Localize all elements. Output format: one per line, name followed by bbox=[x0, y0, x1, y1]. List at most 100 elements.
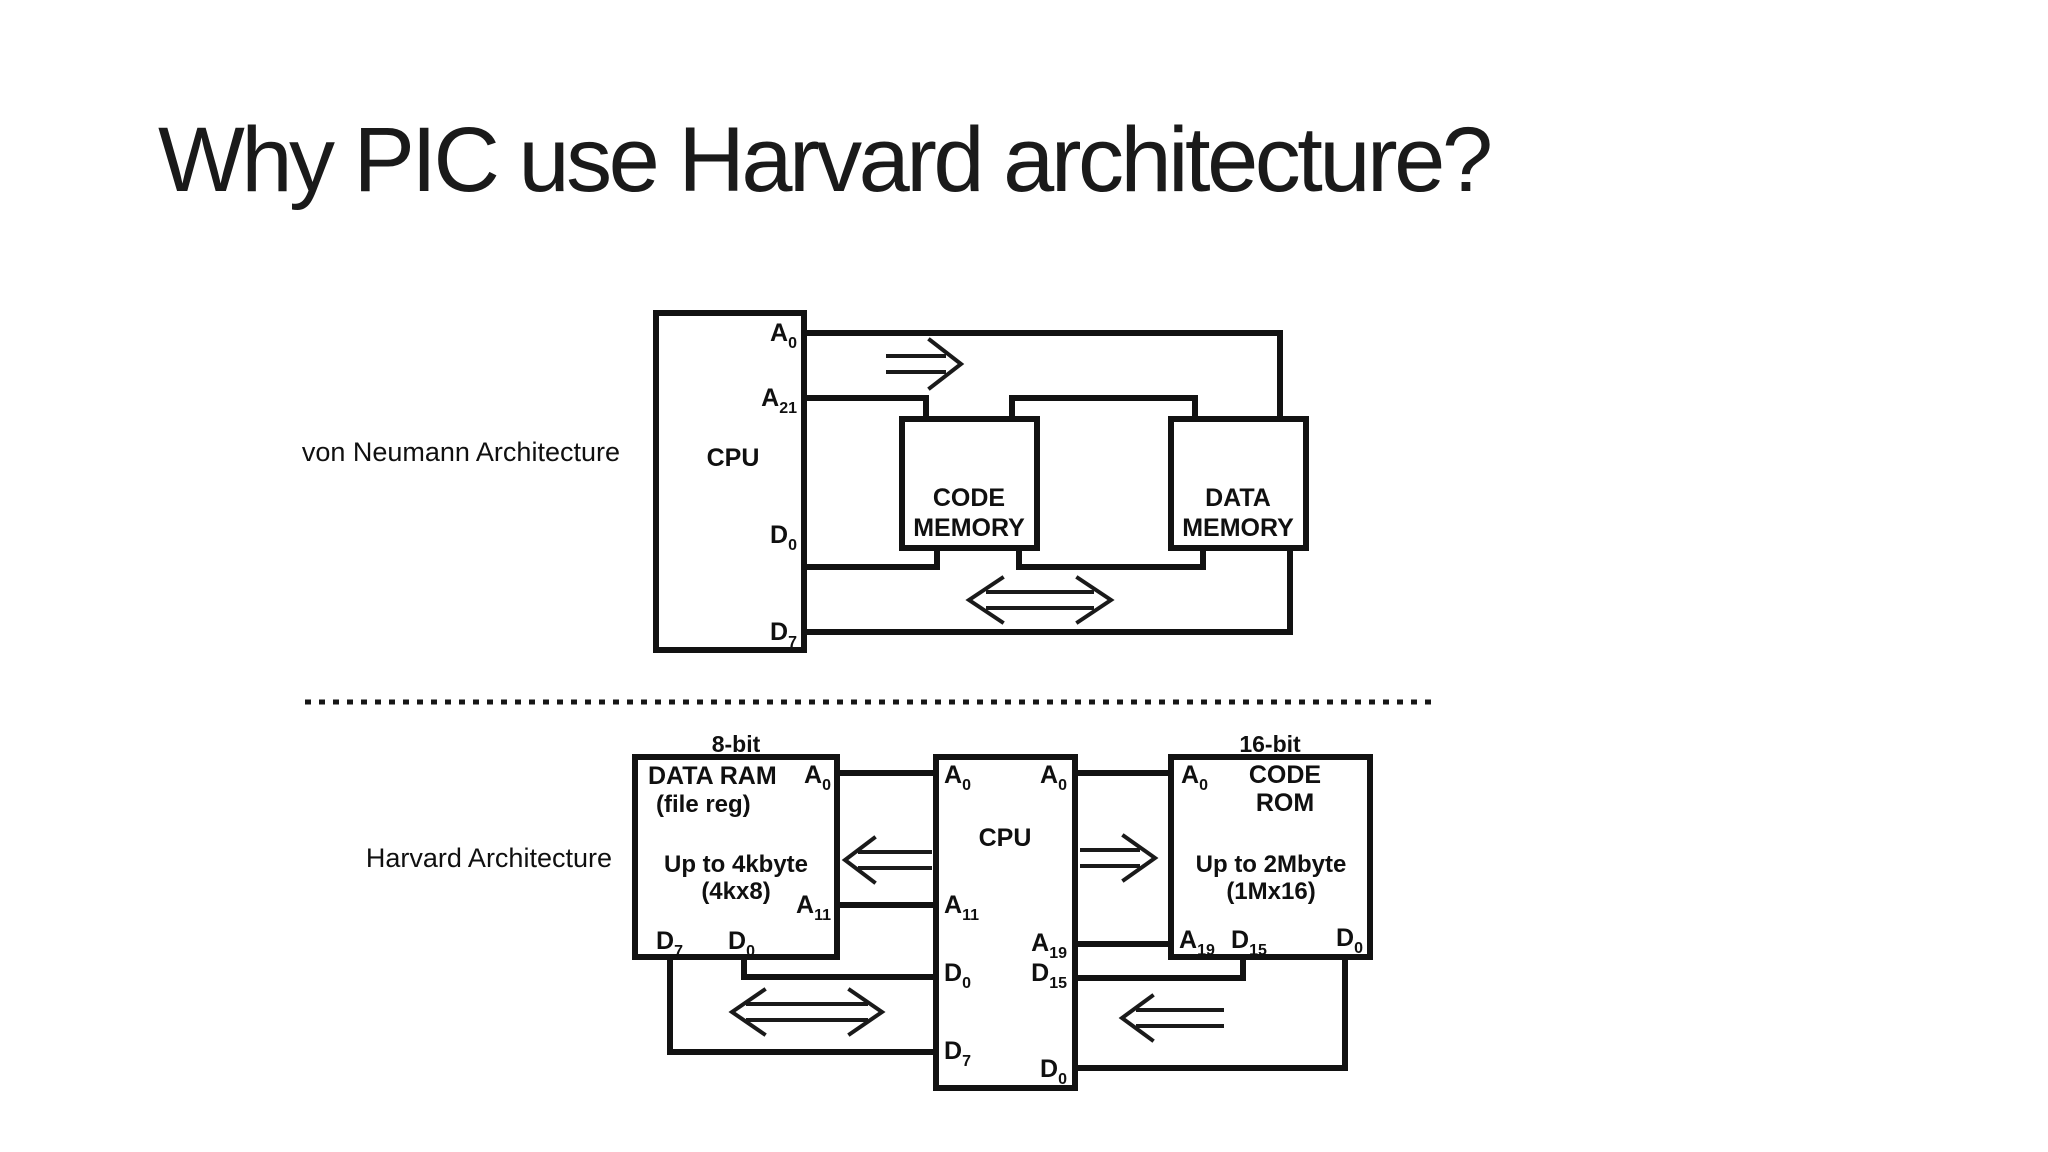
vn-cpu-label: CPU bbox=[707, 444, 760, 472]
h-data-ram-subtitle: (file reg) bbox=[656, 791, 751, 818]
pin-base: A bbox=[770, 319, 788, 347]
vn-cpu-pin-d0: D0 bbox=[770, 521, 797, 554]
h-code-rom-pin-d0: D0 bbox=[1336, 924, 1363, 957]
vn-data-memory-box bbox=[1168, 416, 1309, 551]
h-cpu-pin-right-d0: D0 bbox=[1040, 1055, 1067, 1088]
h-address-flow-left-arrow-icon bbox=[841, 835, 932, 885]
h-cpu-box bbox=[933, 754, 1078, 1091]
arrow-head bbox=[728, 987, 767, 1037]
pin-subscript: 15 bbox=[1049, 975, 1067, 992]
arrow-head bbox=[841, 835, 877, 885]
pin-subscript: 0 bbox=[788, 537, 797, 554]
h-data-ram-pin-d0: D0 bbox=[728, 927, 755, 960]
pin-subscript: 0 bbox=[746, 943, 755, 960]
slide-title: Why PIC use Harvard architecture? bbox=[158, 109, 1493, 211]
pin-base: D bbox=[1040, 1055, 1058, 1083]
pin-subscript: 0 bbox=[1199, 777, 1208, 794]
vn-cpu-pin-a0: A0 bbox=[770, 319, 797, 352]
pin-base: D bbox=[1231, 926, 1249, 954]
h-right-data-bus-d15-line bbox=[1072, 954, 1246, 981]
arrow-head bbox=[965, 575, 1005, 625]
vn-code-memory-box bbox=[899, 416, 1040, 551]
h-code-rom-title-line2: ROM bbox=[1256, 789, 1314, 817]
h-cpu-pin-right-a19: A19 bbox=[1031, 929, 1067, 962]
pin-base: A bbox=[1031, 929, 1049, 957]
harvard-8bit-bus-width-label: 8-bit bbox=[712, 731, 761, 757]
pin-subscript: 0 bbox=[1354, 940, 1363, 957]
pin-base: A bbox=[804, 761, 822, 789]
h-data-ram-organization: (4kx8) bbox=[701, 878, 770, 905]
h-data-ram-pin-a0: A0 bbox=[804, 761, 831, 794]
pin-subscript: 0 bbox=[962, 777, 971, 794]
arrow-head bbox=[1118, 993, 1155, 1043]
pin-base: A bbox=[1179, 926, 1197, 954]
h-data-flow-bidirectional-arrow-icon bbox=[728, 987, 886, 1037]
h-cpu-pin-left-d0: D0 bbox=[944, 959, 971, 992]
h-data-ram-pin-d7: D7 bbox=[656, 927, 683, 960]
harvard-architecture-label: Harvard Architecture bbox=[366, 843, 612, 873]
h-data-ram-capacity: Up to 4kbyte bbox=[664, 851, 808, 878]
h-code-rom-organization: (1Mx16) bbox=[1226, 878, 1315, 905]
h-cpu-pin-left-a0: A0 bbox=[944, 761, 971, 794]
pin-subscript: 0 bbox=[822, 777, 831, 794]
h-cpu-label: CPU bbox=[979, 824, 1032, 852]
h-right-data-bus-d0-line bbox=[1072, 954, 1348, 1071]
h-cpu-pin-right-d15: D15 bbox=[1031, 959, 1067, 992]
pin-subscript: 7 bbox=[962, 1053, 971, 1070]
pin-base: D bbox=[1031, 959, 1049, 987]
pin-subscript: 19 bbox=[1049, 945, 1067, 962]
h-cpu-pin-left-d7: D7 bbox=[944, 1037, 971, 1070]
h-data-ram-pin-a11: A11 bbox=[796, 891, 831, 924]
arrow-head bbox=[1075, 575, 1115, 625]
vn-address-bus-a21-line bbox=[801, 395, 929, 422]
pin-base: D bbox=[1336, 924, 1354, 952]
pin-subscript: 19 bbox=[1197, 942, 1215, 959]
vn-address-bus-a0-line bbox=[801, 330, 1283, 422]
pin-base: A bbox=[944, 761, 962, 789]
h-left-data-bus-d7-line bbox=[667, 954, 939, 1055]
vn-code-memory-label-line2: MEMORY bbox=[913, 514, 1025, 542]
h-data-flow-left-arrow-icon bbox=[1118, 993, 1224, 1043]
pin-base: A bbox=[761, 384, 779, 412]
pin-base: A bbox=[1040, 761, 1058, 789]
h-left-data-bus-d0-line bbox=[741, 954, 939, 980]
h-code-rom-capacity: Up to 2Mbyte bbox=[1196, 851, 1347, 878]
pin-base: D bbox=[770, 618, 788, 646]
pin-subscript: 11 bbox=[814, 907, 831, 924]
arrow-head bbox=[927, 337, 965, 391]
pin-base: A bbox=[796, 891, 814, 919]
von-neumann-diagram: von Neumann Architecture CPU A0 A21 D0 D… bbox=[302, 310, 1309, 653]
vn-data-bus-d7-line bbox=[801, 545, 1293, 635]
h-data-ram-title: DATA RAM bbox=[648, 762, 777, 790]
vn-cpu-pin-a21: A21 bbox=[761, 384, 797, 417]
pin-subscript: 7 bbox=[788, 634, 797, 651]
pin-base: D bbox=[770, 521, 788, 549]
h-data-ram-box bbox=[632, 754, 840, 960]
vn-data-bus-d0-line bbox=[801, 545, 940, 570]
harvard-diagram: Harvard Architecture 8-bit 16-bit DATA R… bbox=[366, 731, 1373, 1091]
pin-base: A bbox=[944, 891, 962, 919]
vn-data-memory-label-line2: MEMORY bbox=[1182, 514, 1294, 542]
vn-address-bus-bridge-line bbox=[1009, 395, 1198, 422]
h-cpu-pin-left-a11: A11 bbox=[944, 891, 979, 924]
vn-address-flow-right-arrow-icon bbox=[886, 337, 965, 391]
pin-base: D bbox=[944, 1037, 962, 1065]
pin-subscript: 0 bbox=[788, 335, 797, 352]
h-code-rom-title-line1: CODE bbox=[1249, 761, 1321, 789]
vn-data-flow-bidirectional-arrow-icon bbox=[965, 575, 1115, 625]
h-address-flow-right-arrow-icon bbox=[1080, 833, 1159, 883]
pin-subscript: 15 bbox=[1249, 942, 1267, 959]
pin-base: A bbox=[1181, 761, 1199, 789]
arrow-head bbox=[1121, 833, 1159, 883]
h-code-rom-pin-d15: D15 bbox=[1231, 926, 1267, 959]
von-neumann-architecture-label: von Neumann Architecture bbox=[302, 437, 620, 467]
pin-subscript: 11 bbox=[962, 907, 979, 924]
h-cpu-pin-right-a0: A0 bbox=[1040, 761, 1067, 794]
vn-data-memory-label-line1: DATA bbox=[1205, 484, 1271, 512]
harvard-16bit-bus-width-label: 16-bit bbox=[1239, 731, 1301, 757]
vn-code-memory-label-line1: CODE bbox=[933, 484, 1005, 512]
arrow-head bbox=[847, 987, 886, 1037]
vn-cpu-box bbox=[653, 310, 807, 653]
